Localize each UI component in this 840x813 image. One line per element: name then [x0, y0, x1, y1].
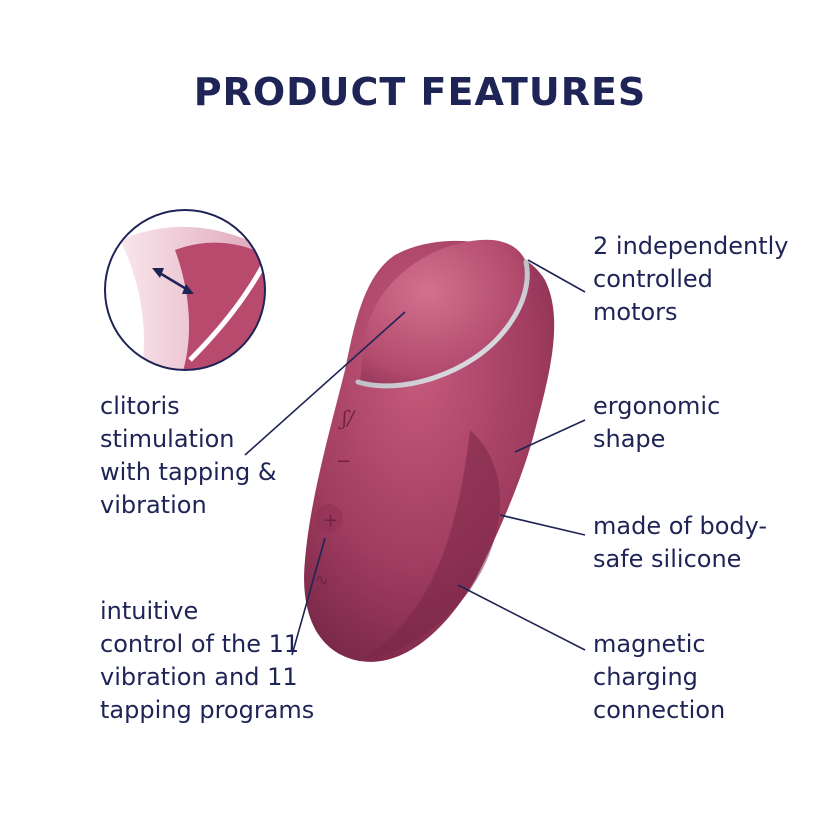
feature-clitoris-stimulation: clitoris stimulation with tapping & vibr… [100, 392, 277, 519]
page-title: PRODUCT FEATURES [193, 70, 647, 114]
feature-silicone: made of body- safe silicone [593, 512, 768, 573]
feature-motors: 2 independently controlled motors [593, 232, 789, 326]
double-arrow-icon [152, 268, 194, 294]
zoom-detail [104, 209, 266, 371]
wave-icon[interactable]: ∿ [315, 570, 328, 589]
plus-icon: + [323, 510, 338, 531]
feature-magnetic-charging: magnetic charging connection [593, 630, 726, 724]
minus-icon[interactable]: − [336, 451, 351, 472]
feature-ergonomic-shape: ergonomic shape [593, 392, 721, 453]
tapping-head [355, 239, 530, 389]
leader-lines [244, 259, 586, 656]
satisfyer-logo-icon: ʃ/ [338, 406, 356, 430]
feature-intuitive-control: intuitive control of the 11 vibration an… [100, 597, 315, 724]
plus-button[interactable] [315, 504, 343, 532]
